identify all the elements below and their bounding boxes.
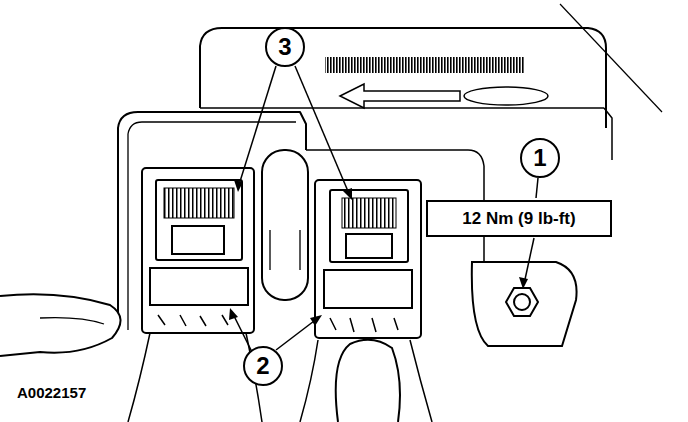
figure-id: A0022157 bbox=[17, 384, 86, 401]
finger-line bbox=[40, 318, 104, 324]
connector-lock bbox=[156, 180, 242, 260]
bolt-head bbox=[506, 288, 538, 316]
mounting-ear bbox=[472, 262, 577, 346]
arrow-head bbox=[229, 308, 238, 320]
hands-and-wires bbox=[0, 294, 432, 422]
callout-number: 3 bbox=[278, 33, 291, 61]
connector-latch bbox=[324, 270, 412, 308]
boss-ribs bbox=[270, 230, 300, 270]
arrow-head bbox=[519, 277, 528, 289]
leader-line bbox=[295, 66, 350, 196]
lock-tab bbox=[346, 234, 392, 258]
wire-ends bbox=[158, 315, 228, 326]
wires bbox=[300, 340, 432, 422]
label-oval bbox=[464, 87, 548, 105]
lock-tab bbox=[172, 226, 224, 254]
right-connector bbox=[315, 180, 421, 338]
connector-latch bbox=[150, 268, 248, 305]
wires bbox=[128, 333, 262, 422]
ear bbox=[472, 262, 577, 346]
connector-body bbox=[142, 168, 254, 333]
edge-line bbox=[560, 4, 662, 112]
bolt-face bbox=[514, 294, 530, 310]
center-boss bbox=[262, 150, 308, 300]
callout-number: 2 bbox=[256, 352, 269, 380]
boss bbox=[262, 150, 308, 300]
connector-body bbox=[315, 180, 421, 338]
arrow-head bbox=[234, 180, 243, 192]
leader-line bbox=[524, 238, 534, 284]
left-connector bbox=[142, 168, 254, 333]
callout-number: 2 bbox=[243, 346, 283, 386]
bottom-hand bbox=[336, 340, 400, 422]
left-hand bbox=[0, 294, 121, 356]
terminals bbox=[342, 198, 396, 228]
module-face bbox=[306, 149, 430, 151]
leader-line bbox=[238, 66, 276, 188]
callout-number: 3 bbox=[265, 27, 305, 67]
callout-number: 1 bbox=[533, 144, 546, 172]
direction-arrow bbox=[340, 84, 460, 108]
wire-ends bbox=[330, 318, 398, 332]
barcode bbox=[325, 57, 525, 73]
arrow-head bbox=[310, 315, 322, 326]
terminals bbox=[164, 188, 234, 218]
module-lip bbox=[200, 107, 604, 109]
connector-lock bbox=[330, 190, 408, 262]
module-side bbox=[604, 108, 612, 160]
leader-line bbox=[276, 318, 318, 350]
callout-number: 1 bbox=[520, 138, 560, 178]
arrow-head bbox=[343, 188, 352, 200]
torque-spec-box: 12 Nm (9 lb-ft) bbox=[426, 200, 612, 237]
torque-value: 12 Nm (9 lb-ft) bbox=[462, 209, 575, 229]
leader-line bbox=[536, 178, 538, 198]
